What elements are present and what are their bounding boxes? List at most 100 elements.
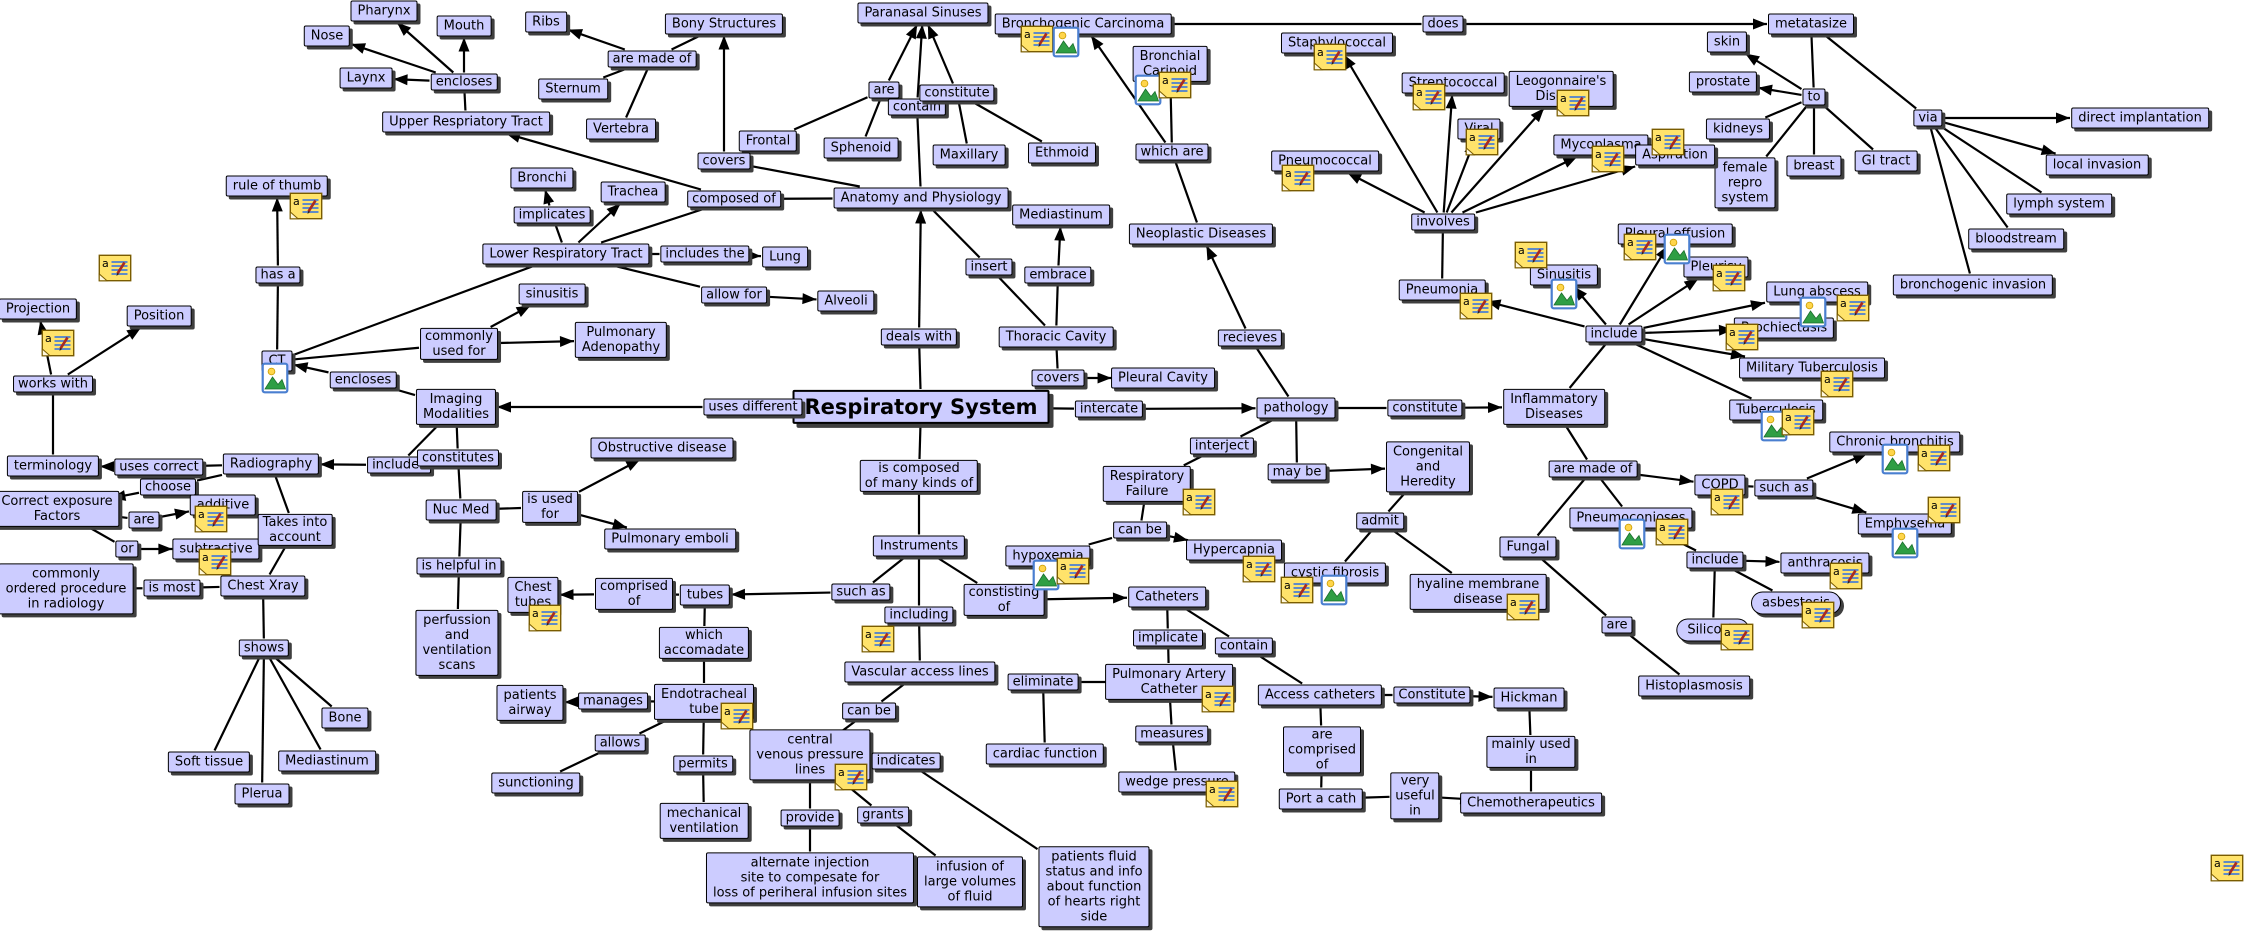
link-constitutes[interactable]: constitutes xyxy=(416,449,500,467)
concept-nose[interactable]: Nose xyxy=(303,25,351,47)
concept-mediastinum2[interactable]: Mediastinum xyxy=(278,750,376,772)
concept-lrt[interactable]: Lower Respiratory Tract xyxy=(482,243,650,265)
annotation-note-icon[interactable]: a xyxy=(1623,233,1657,261)
link-include2[interactable]: include xyxy=(1686,551,1744,569)
annotation-note-icon[interactable]: a xyxy=(1655,518,1689,546)
concept-patients-fluid[interactable]: patients fluid status and info about fun… xyxy=(1038,846,1150,928)
annotation-note-icon[interactable]: a xyxy=(834,763,868,791)
image-resource-icon[interactable] xyxy=(261,362,289,394)
concept-sphenoid[interactable]: Sphenoid xyxy=(823,137,899,159)
link-are-made-of1[interactable]: are made of xyxy=(607,50,697,68)
link-are1[interactable]: are xyxy=(868,81,900,99)
image-resource-icon[interactable] xyxy=(1550,278,1578,310)
concept-hickman[interactable]: Hickman xyxy=(1493,687,1565,709)
annotation-note-icon[interactable]: a xyxy=(1158,71,1192,99)
concept-cardiac[interactable]: cardiac function xyxy=(985,743,1105,765)
link-very-useful[interactable]: very useful in xyxy=(1390,772,1440,820)
concept-urt[interactable]: Upper Respriatory Tract xyxy=(382,111,550,133)
link-constitute2[interactable]: constitute xyxy=(1387,399,1463,417)
link-include1[interactable]: include xyxy=(1585,325,1643,343)
concept-bony[interactable]: Bony Structures xyxy=(664,13,784,35)
link-insert[interactable]: insert xyxy=(965,258,1013,276)
link-provide[interactable]: provide xyxy=(780,809,840,827)
link-are2[interactable]: are xyxy=(128,511,160,529)
link-or[interactable]: or xyxy=(115,540,139,558)
link-via[interactable]: via xyxy=(1913,109,1943,127)
image-resource-icon[interactable] xyxy=(1663,233,1691,265)
concept-tubes[interactable]: tubes xyxy=(679,584,731,606)
concept-position[interactable]: Position xyxy=(126,305,192,327)
link-uses-correct[interactable]: uses correct xyxy=(114,458,204,476)
link-encloses1[interactable]: encloses xyxy=(430,73,498,91)
annotation-note-icon[interactable]: a xyxy=(98,254,132,282)
concept-bronchogenic-invasion[interactable]: bronchogenic invasion xyxy=(1892,274,2054,296)
link-has-a[interactable]: has a xyxy=(255,266,301,284)
concept-resp-failure[interactable]: Respiratory Failure xyxy=(1102,465,1192,503)
annotation-note-icon[interactable]: a xyxy=(1829,562,1863,590)
annotation-note-icon[interactable]: a xyxy=(1591,145,1625,173)
annotation-note-icon[interactable]: a xyxy=(1280,576,1314,604)
annotation-note-icon[interactable]: a xyxy=(1801,601,1835,629)
link-allows[interactable]: allows xyxy=(594,734,646,752)
concept-military-tb[interactable]: Military Tuberculosis xyxy=(1739,357,1885,379)
link-allow-for[interactable]: allow for xyxy=(701,286,767,304)
concept-sunctioning[interactable]: sunctioning xyxy=(491,772,581,794)
annotation-note-icon[interactable]: a xyxy=(1917,444,1951,472)
concept-pharynx[interactable]: Pharynx xyxy=(350,0,418,22)
concept-perfussion[interactable]: perfussion and ventilation scans xyxy=(415,609,499,677)
concept-instruments[interactable]: Instruments xyxy=(872,535,966,557)
concept-rule-of-thumb[interactable]: rule of thumb xyxy=(225,175,329,197)
link-are-comprised[interactable]: are comprised of xyxy=(1283,726,1361,774)
concept-pathology[interactable]: pathology xyxy=(1256,397,1336,419)
link-to[interactable]: to xyxy=(1802,88,1826,106)
concept-chemo[interactable]: Chemotherapeutics xyxy=(1460,792,1602,814)
annotation-note-icon[interactable]: a xyxy=(1725,323,1759,351)
concept-imaging[interactable]: Imaging Modalities xyxy=(415,388,497,426)
concept-skin[interactable]: skin xyxy=(1706,31,1748,53)
annotation-note-icon[interactable]: a xyxy=(1205,780,1239,808)
concept-vertebra[interactable]: Vertebra xyxy=(586,118,656,140)
concept-val[interactable]: Vascular access lines xyxy=(844,661,996,683)
link-includes[interactable]: includes xyxy=(367,456,431,474)
concept-pulm-emboli[interactable]: Pulmonary emboli xyxy=(604,528,736,550)
concept-lymph-system[interactable]: lymph system xyxy=(2006,193,2112,215)
link-is-most[interactable]: is most xyxy=(143,579,201,597)
link-indicates[interactable]: indicates xyxy=(871,752,941,770)
annotation-note-icon[interactable]: a xyxy=(1020,25,1054,53)
concept-terminology[interactable]: terminology xyxy=(6,455,100,477)
link-which-are[interactable]: which are xyxy=(1135,143,1209,161)
link-are-made-of2[interactable]: are made of xyxy=(1548,460,1638,478)
link-including[interactable]: including xyxy=(884,606,954,624)
link-eliminate[interactable]: eliminate xyxy=(1007,673,1079,691)
annotation-note-icon[interactable]: a xyxy=(1182,488,1216,516)
image-resource-icon[interactable] xyxy=(1891,527,1919,559)
concept-female-repro[interactable]: female repro system xyxy=(1714,157,1776,209)
concept-trachea[interactable]: Trachea xyxy=(600,181,666,203)
concept-projection[interactable]: Projection xyxy=(0,298,78,320)
concept-congenital[interactable]: Congenital and Heredity xyxy=(1385,441,1471,493)
annotation-note-icon[interactable]: a xyxy=(1242,555,1276,583)
annotation-note-icon[interactable]: a xyxy=(1781,408,1815,436)
annotation-note-icon[interactable]: a xyxy=(1712,264,1746,292)
annotation-note-icon[interactable]: a xyxy=(1412,83,1446,111)
link-is-composed[interactable]: is composed of many kinds of xyxy=(859,459,979,493)
link-manages[interactable]: manages xyxy=(578,692,648,710)
annotation-note-icon[interactable]: a xyxy=(2210,854,2244,882)
concept-patients-airway[interactable]: patients airway xyxy=(496,684,564,722)
link-includes-the[interactable]: includes the xyxy=(660,245,750,263)
link-measures[interactable]: measures xyxy=(1135,725,1209,743)
concept-bone[interactable]: Bone xyxy=(321,707,369,729)
annotation-note-icon[interactable]: a xyxy=(720,702,754,730)
concept-nuc-med[interactable]: Nuc Med xyxy=(425,499,497,521)
concept-local-invasion[interactable]: local invasion xyxy=(2045,154,2149,176)
concept-plerua[interactable]: Plerua xyxy=(234,783,290,805)
concept-ethmoid[interactable]: Ethmoid xyxy=(1027,142,1097,164)
link-contain2[interactable]: contain xyxy=(1214,637,1274,655)
concept-inflam[interactable]: Inflammatory Diseases xyxy=(1503,388,1605,426)
annotation-note-icon[interactable]: a xyxy=(1836,294,1870,322)
image-resource-icon[interactable] xyxy=(1032,559,1060,591)
link-involves[interactable]: involves xyxy=(1411,213,1475,231)
concept-catheters[interactable]: Catheters xyxy=(1128,586,1206,608)
concept-hyaline[interactable]: hyaline membrane disease xyxy=(1409,573,1547,611)
concept-thoracic[interactable]: Thoracic Cavity xyxy=(998,326,1114,348)
